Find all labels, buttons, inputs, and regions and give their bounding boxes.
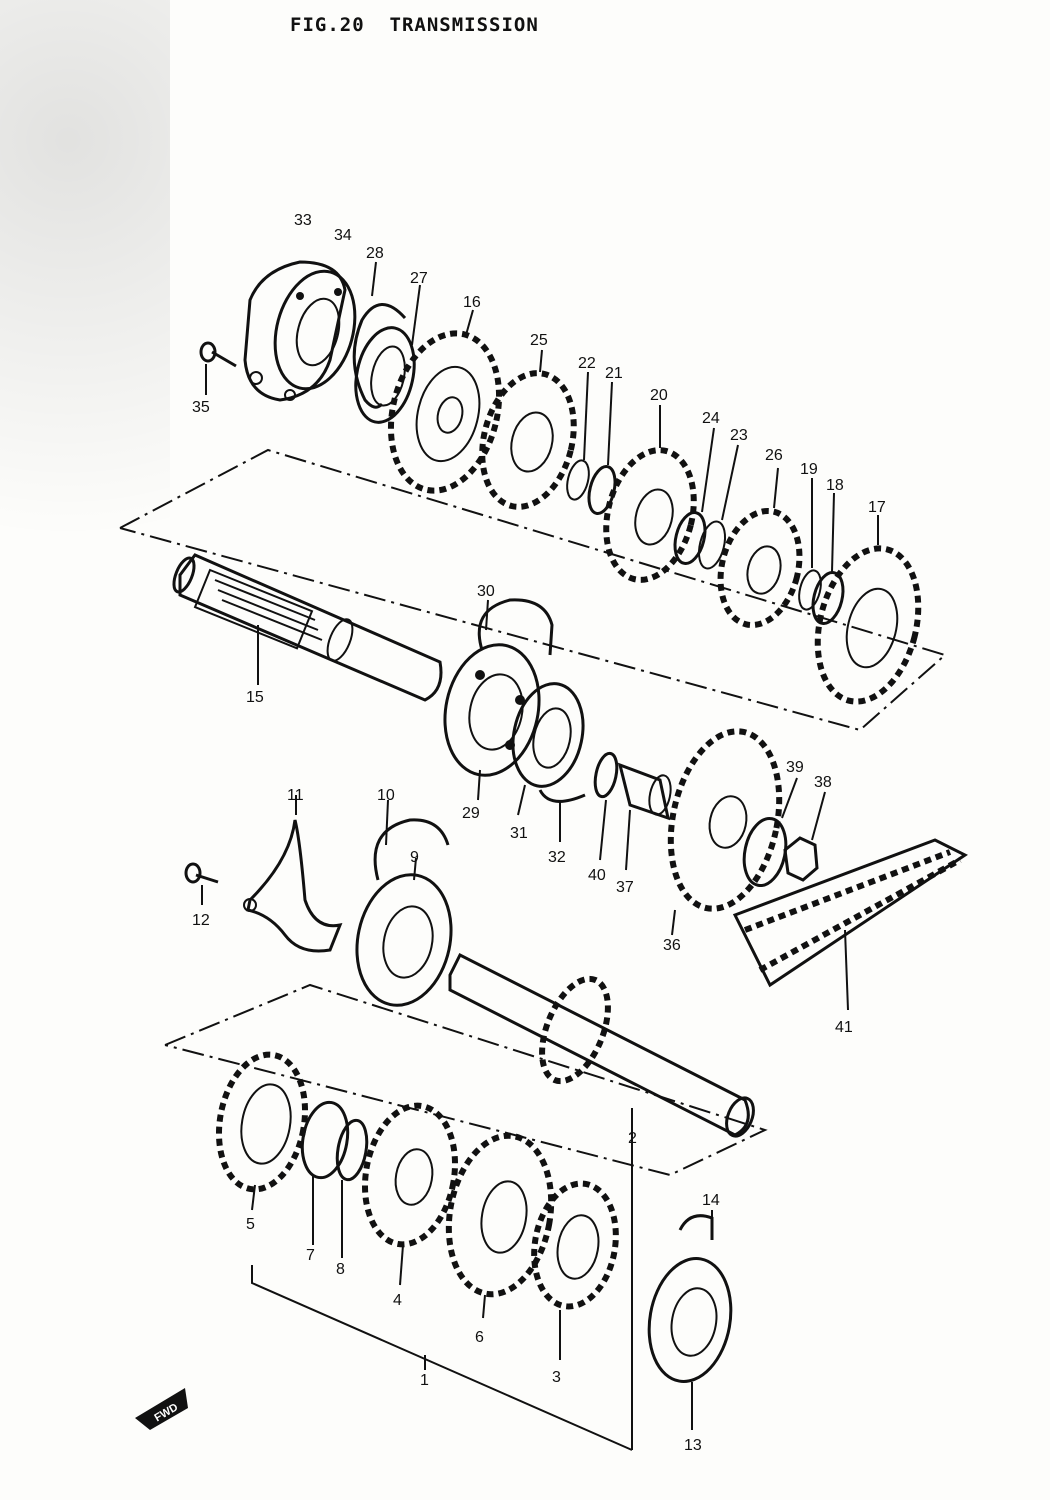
callout-32: 32 <box>548 849 566 866</box>
callout-12: 12 <box>192 912 210 929</box>
part-15-countershaft <box>172 553 443 702</box>
part-8-circlip <box>335 1118 369 1258</box>
callout-24: 24 <box>702 410 720 427</box>
fwd-arrow-icon: FWD <box>135 1388 188 1430</box>
part-17-gear <box>814 515 922 705</box>
callout-6: 6 <box>475 1329 484 1346</box>
part-26-gear <box>717 467 803 629</box>
callout-37: 37 <box>616 879 634 896</box>
callout-28: 28 <box>366 245 384 262</box>
part-7-washer <box>300 1100 350 1245</box>
part-13-bearing <box>647 1257 733 1430</box>
part-1-group-bracket <box>251 1265 633 1451</box>
callout-17: 17 <box>868 499 886 516</box>
callout-5: 5 <box>246 1216 255 1233</box>
callout-33: 33 <box>294 212 312 229</box>
part-22-washer <box>566 371 590 501</box>
part-4-gear <box>361 1102 459 1286</box>
callout-labels: 3334282716252221202423261918173530152931… <box>192 212 886 1454</box>
part-16-gear <box>387 309 503 494</box>
callout-19: 19 <box>800 461 818 478</box>
callout-9: 9 <box>410 849 419 866</box>
callout-30: 30 <box>477 583 495 600</box>
callout-25: 25 <box>530 332 548 349</box>
callout-20: 20 <box>650 387 668 404</box>
part-32-seal-clip <box>538 789 586 842</box>
callout-36: 36 <box>663 937 681 954</box>
part-2-mainshaft <box>448 952 755 1450</box>
callout-15: 15 <box>246 689 264 706</box>
callout-21: 21 <box>605 365 623 382</box>
part-18-circlip <box>811 492 845 625</box>
callout-2: 2 <box>628 1130 637 1147</box>
part-14-circlip <box>678 1210 714 1240</box>
part-27-bearing <box>354 284 421 424</box>
callout-35: 35 <box>192 399 210 416</box>
part-9-bearing <box>355 857 453 1007</box>
callout-7: 7 <box>306 1247 315 1264</box>
part-30-circlip <box>477 598 554 656</box>
part-38-nut <box>783 791 826 882</box>
part-24-bushing <box>673 427 715 565</box>
part-35-screw <box>199 341 237 395</box>
callout-29: 29 <box>462 805 480 822</box>
part-6-gear <box>445 1132 555 1319</box>
part-37-spacer <box>617 762 672 871</box>
countershaft-group-outline <box>119 448 948 732</box>
part-25-gear <box>479 349 577 510</box>
part-31-oil-seal <box>511 682 585 816</box>
part-10-circlip <box>373 799 450 881</box>
callout-40: 40 <box>588 867 606 884</box>
part-5-gear <box>215 1051 309 1211</box>
scan-noise <box>0 0 170 700</box>
callout-13: 13 <box>684 1437 702 1454</box>
callout-4: 4 <box>393 1292 402 1309</box>
callout-27: 27 <box>410 270 428 287</box>
callout-26: 26 <box>765 447 783 464</box>
part-34-seal-plate <box>273 269 357 391</box>
part-41-drive-chain <box>732 838 968 1011</box>
callout-18: 18 <box>826 477 844 494</box>
callout-23: 23 <box>730 427 748 444</box>
part-12-screw <box>184 862 219 905</box>
callout-38: 38 <box>814 774 832 791</box>
part-36-sprocket <box>667 728 783 936</box>
part-11-bearing-retainer <box>243 795 343 953</box>
callout-8: 8 <box>336 1261 345 1278</box>
callout-41: 41 <box>835 1019 853 1036</box>
mainshaft-group-outline <box>164 983 768 1177</box>
callout-34: 34 <box>334 227 352 244</box>
part-19-washer <box>798 478 822 611</box>
figure-title: FIG.20 TRANSMISSION <box>290 14 539 36</box>
part-3-gear <box>531 1180 619 1360</box>
callout-1: 1 <box>420 1372 429 1389</box>
part-28-circlip <box>352 261 407 409</box>
callout-31: 31 <box>510 825 528 842</box>
callout-14: 14 <box>702 1192 720 1209</box>
part-33-retainer-plate <box>243 260 347 402</box>
part-29-bearing <box>443 643 541 801</box>
callout-22: 22 <box>578 355 596 372</box>
part-40-o-ring <box>593 751 619 861</box>
callout-3: 3 <box>552 1369 561 1386</box>
callout-10: 10 <box>377 787 395 804</box>
callout-16: 16 <box>463 294 481 311</box>
fwd-arrow-label: FWD <box>152 1401 180 1424</box>
callout-11: 11 <box>287 787 304 804</box>
part-20-gear <box>603 405 697 583</box>
callout-39: 39 <box>786 759 804 776</box>
